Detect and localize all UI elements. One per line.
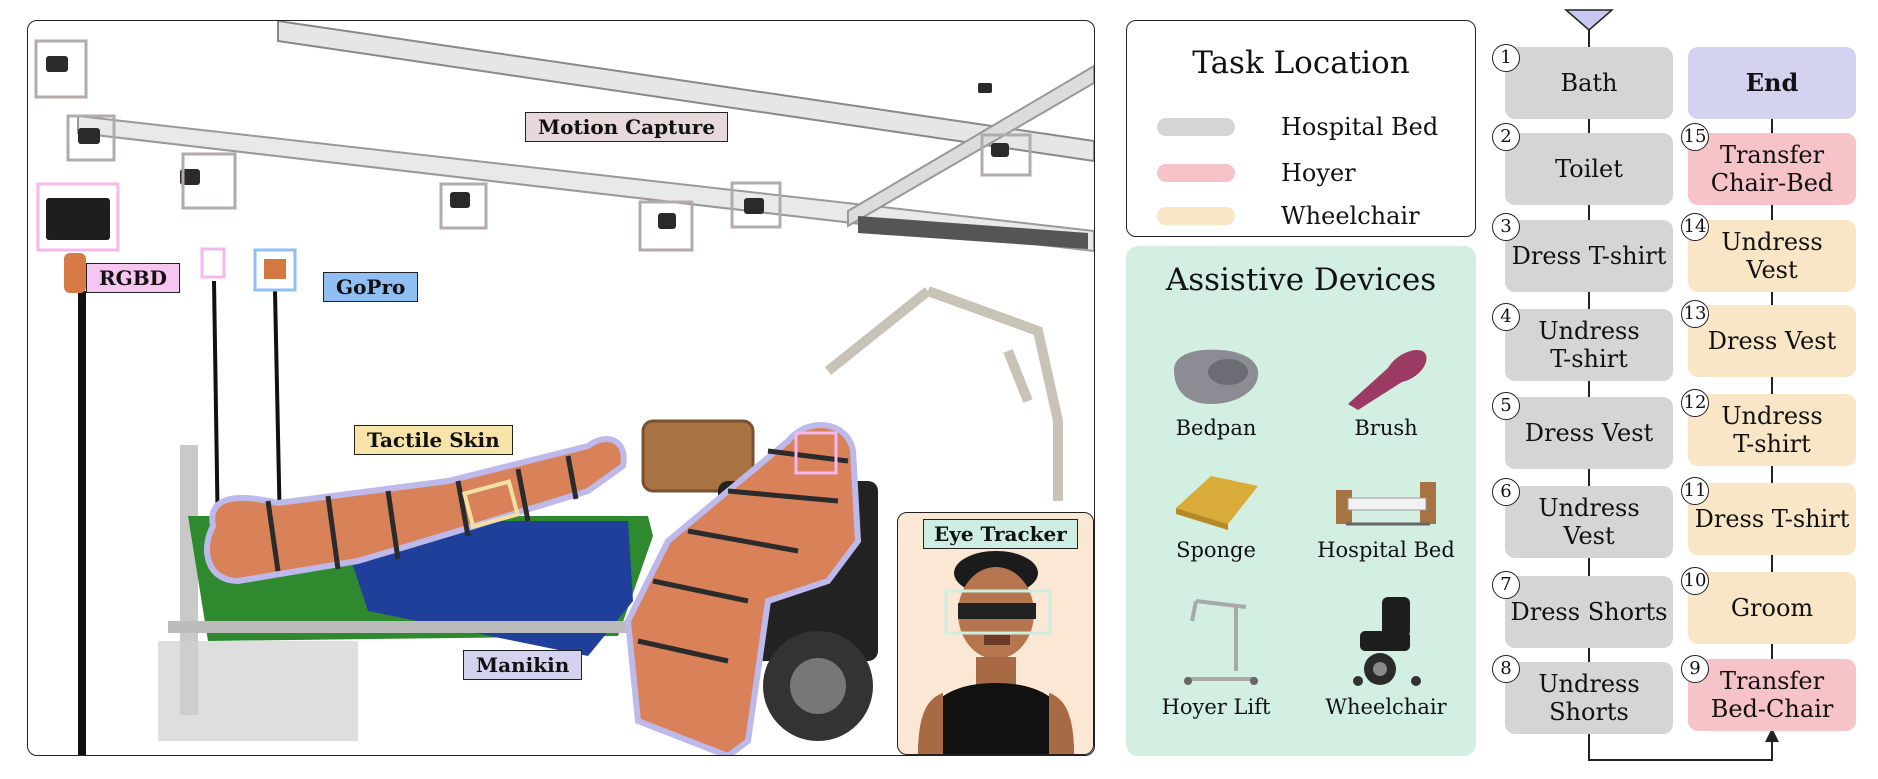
device-brush: Brush	[1301, 342, 1471, 440]
device-label: Hoyer Lift	[1161, 695, 1271, 719]
task-1: Bath	[1505, 47, 1673, 119]
assistive-devices-title: Assistive Devices	[1165, 262, 1437, 298]
legend-swatch	[1157, 164, 1235, 182]
task-label: Undress Vest	[1721, 228, 1823, 284]
task-label: Dress T-shirt	[1694, 505, 1850, 533]
step-number: 7	[1492, 571, 1520, 599]
task-label: Groom	[1730, 594, 1814, 622]
step-number: 6	[1492, 478, 1520, 506]
legend-item-hospital-bed: Hospital Bed	[1157, 112, 1438, 142]
task-7: Dress Shorts	[1505, 576, 1673, 648]
device-label: Hospital Bed	[1317, 538, 1455, 562]
task-10: Groom	[1688, 572, 1856, 644]
wheelchair-icon	[1353, 597, 1421, 686]
task-3: Dress T-shirt	[1505, 220, 1673, 292]
device-hospital-bed: Hospital Bed	[1301, 468, 1471, 562]
legend-swatch	[1157, 118, 1235, 136]
mocap-cameras	[46, 56, 1009, 229]
step-number: 14	[1681, 213, 1709, 241]
task-label: Bath	[1560, 69, 1618, 97]
task-label: Transfer Bed-Chair	[1710, 667, 1834, 723]
rgbd-device	[36, 182, 226, 293]
task-label: Transfer Chair-Bed	[1710, 141, 1834, 197]
task-label: Undress Shorts	[1538, 670, 1640, 726]
step-number: 1	[1492, 44, 1520, 72]
task-2: Toilet	[1505, 133, 1673, 205]
step-number: 15	[1681, 123, 1709, 151]
eye-tracker-label: Eye Tracker	[923, 519, 1078, 549]
hoyer-lift-icon	[1184, 599, 1258, 685]
task-label: Dress Vest	[1707, 327, 1837, 355]
task-5: Dress Vest	[1505, 397, 1673, 469]
ceiling-rails	[77, 21, 1094, 253]
legend-label: Hospital Bed	[1281, 113, 1439, 141]
device-wheelchair: Wheelchair	[1301, 591, 1471, 719]
step-number: 8	[1492, 655, 1520, 683]
task-location-title: Task Location	[1192, 45, 1410, 81]
eye-tracker-inset: Eye Tracker	[897, 512, 1094, 755]
gopro-label: GoPro	[323, 272, 419, 302]
legend-label: Wheelchair	[1281, 202, 1420, 230]
task-label: Dress T-shirt	[1511, 242, 1667, 270]
task-label: Dress Vest	[1524, 419, 1654, 447]
task-label: Undress Vest	[1538, 494, 1640, 550]
eye-tracker-person	[918, 551, 1074, 754]
setup-photo-panel: Motion Capture RGBD GoPro Tactile Skin M…	[27, 20, 1095, 756]
task-14: Undress Vest	[1688, 220, 1856, 292]
step-number: 4	[1492, 303, 1520, 331]
hospital-bed-icon	[1336, 482, 1436, 526]
step-number: 12	[1681, 389, 1709, 417]
task-11: Dress T-shirt	[1688, 483, 1856, 555]
legend-swatch	[1157, 207, 1235, 225]
task-9: Transfer Bed-Chair	[1688, 659, 1856, 731]
task-8: Undress Shorts	[1505, 662, 1673, 734]
device-label: Brush	[1354, 416, 1418, 440]
mocap-highlight-boxes	[34, 39, 1032, 252]
manikin-label: Manikin	[463, 650, 583, 680]
step-number: 10	[1681, 567, 1709, 595]
bedpan-icon	[1174, 349, 1259, 404]
hoyer-lift-frame	[824, 286, 1063, 501]
manikin-lying	[204, 435, 627, 585]
manikin-seated	[624, 422, 862, 755]
task-6: Undress Vest	[1505, 486, 1673, 558]
tactile-skin-label: Tactile Skin	[354, 425, 513, 455]
task-label: Dress Shorts	[1510, 598, 1668, 626]
start-marker	[1563, 9, 1615, 31]
setup-scene	[34, 21, 1094, 755]
device-label: Wheelchair	[1325, 695, 1447, 719]
step-number: 13	[1681, 300, 1709, 328]
camera-stands	[78, 280, 282, 755]
task-label: Undress T-shirt	[1721, 402, 1823, 458]
device-label: Sponge	[1176, 538, 1256, 562]
device-bedpan: Bedpan	[1131, 342, 1301, 440]
legend-label: Hoyer	[1281, 159, 1356, 187]
motion-capture-label: Motion Capture	[525, 112, 729, 142]
device-hoyer-lift: Hoyer Lift	[1131, 591, 1301, 719]
task-15: Transfer Chair-Bed	[1688, 133, 1856, 205]
task-location-legend: Task Location Hospital Bed Hoyer Wheelch…	[1126, 20, 1476, 237]
step-number: 2	[1492, 123, 1520, 151]
step-number: 9	[1681, 655, 1709, 683]
step-number: 11	[1681, 477, 1709, 505]
task-label: End	[1745, 68, 1799, 97]
assistive-devices-panel: Assistive Devices Bedpan Brush Sponge Ho…	[1126, 246, 1476, 756]
task-13: Dress Vest	[1688, 305, 1856, 377]
task-12: Undress T-shirt	[1688, 394, 1856, 466]
task-label: Toilet	[1555, 155, 1623, 183]
task-end: End	[1688, 47, 1856, 119]
rgbd-label: RGBD	[86, 263, 180, 293]
legend-item-wheelchair: Wheelchair	[1157, 201, 1420, 231]
column-link-connector	[1588, 730, 1773, 761]
brush-icon	[1348, 349, 1427, 410]
gopro-device	[253, 248, 297, 292]
step-number: 5	[1492, 392, 1520, 420]
step-number: 3	[1492, 213, 1520, 241]
task-4: Undress T-shirt	[1505, 309, 1673, 381]
device-sponge: Sponge	[1131, 468, 1301, 562]
device-label: Bedpan	[1175, 416, 1257, 440]
legend-item-hoyer: Hoyer	[1157, 158, 1356, 188]
task-label: Undress T-shirt	[1538, 317, 1640, 373]
sponge-icon	[1176, 476, 1258, 530]
